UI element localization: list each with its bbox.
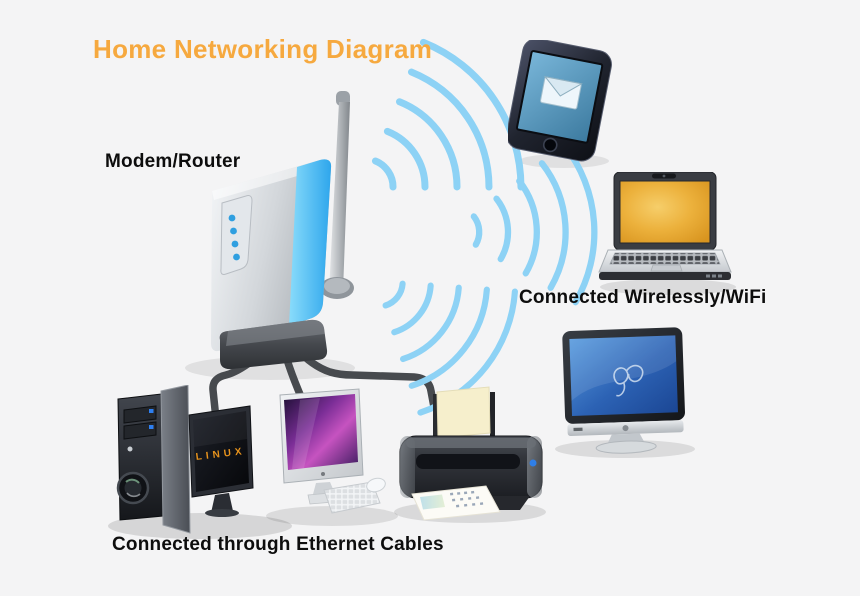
laptop-screen: [613, 172, 717, 251]
tv-swirl-logo: [613, 364, 644, 397]
pc-tower: [116, 393, 164, 521]
imac-display: [279, 388, 364, 484]
router-stand: [219, 319, 328, 370]
printer-blank-paper: [436, 386, 491, 439]
router-body: [211, 159, 332, 352]
wireless-label: Connected Wirelessly/WiFi: [519, 287, 767, 308]
pc-monitor: LINUX: [188, 405, 254, 517]
router-status-leds: [228, 214, 240, 261]
router-antenna: [320, 91, 354, 299]
pc-fan: [116, 471, 150, 505]
laptop-device: [598, 172, 738, 287]
imac-mouse: [366, 477, 386, 493]
printer-device: [390, 378, 552, 528]
laptop-base: [598, 249, 732, 280]
imac-device: [270, 386, 400, 531]
tablet-home-button: [542, 137, 558, 153]
tablet-device: [508, 40, 618, 165]
pc-side-panel: [160, 385, 191, 534]
tv-screen: [569, 335, 678, 416]
webcam-icon: [662, 174, 666, 178]
pc-power-button: [127, 446, 133, 452]
printer-output-page: [411, 485, 501, 521]
router-led-panel: [220, 195, 253, 275]
imac-screen: [284, 394, 358, 470]
printer-slot: [416, 454, 520, 469]
modem-router-label: Modem/Router: [105, 151, 241, 172]
pc-monitor-stand: [211, 493, 233, 513]
wired-label: Connected through Ethernet Cables: [112, 534, 444, 555]
laptop-trackpad: [650, 264, 683, 272]
imac-keyboard: [323, 481, 381, 514]
desktop-pc-device: LINUX: [103, 385, 293, 535]
tv-device: [558, 325, 698, 455]
email-envelope-icon: [540, 75, 583, 110]
printer-paper-tray: [433, 386, 495, 439]
pc-drive-bays: [123, 405, 157, 440]
page-title: Home Networking Diagram: [93, 34, 433, 64]
laptop-keyboard: [609, 252, 721, 265]
router-blue-stripe: [289, 159, 332, 326]
modem-router-device: [190, 88, 370, 378]
printer-led: [529, 459, 537, 467]
